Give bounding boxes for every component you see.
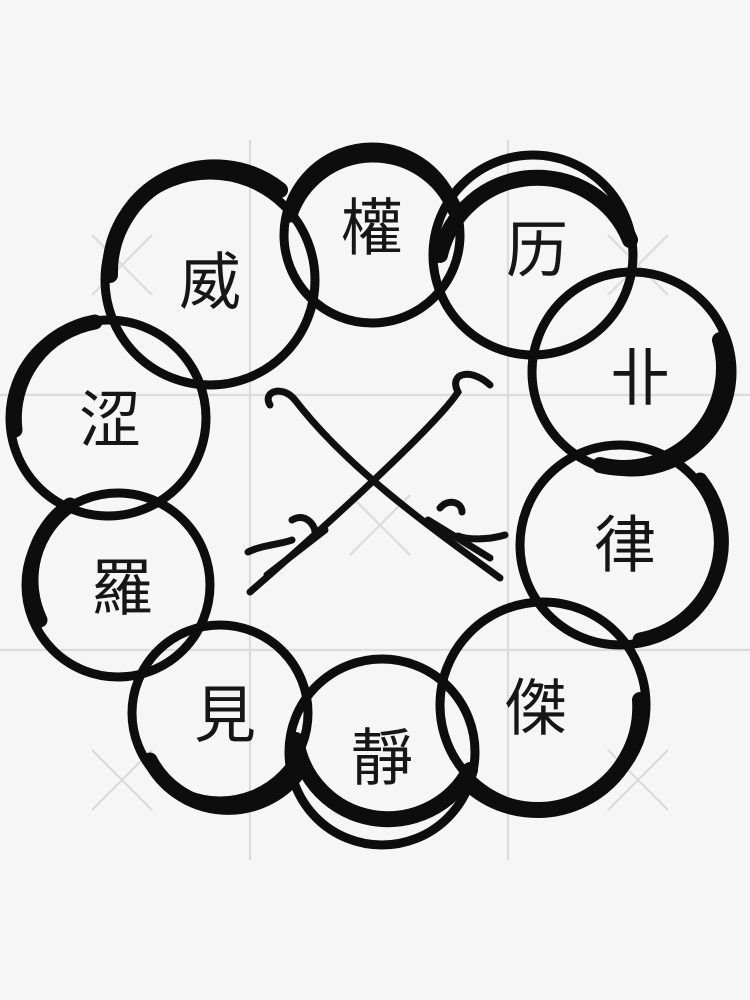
ring-upper-left: 威 — [100, 159, 320, 390]
crossed-katanas-icon — [244, 370, 509, 596]
glyph-left-upper: 涩 — [79, 384, 141, 457]
ring-lower-left: 見 — [127, 620, 313, 815]
ring-lower-right: 傑 — [435, 597, 651, 818]
glyph-bottom: 靜 — [351, 722, 413, 795]
ring-right: 律 — [515, 440, 729, 650]
ring-top: 權 — [279, 142, 465, 328]
glyph-lower-left: 見 — [194, 679, 256, 752]
glyph-left: 羅 — [91, 552, 153, 625]
glyph-upper-left: 威 — [179, 246, 241, 319]
glyph-right: 律 — [594, 509, 656, 582]
watermark-cross-2 — [607, 234, 669, 296]
glyph-upper-right: 历 — [506, 214, 568, 287]
ring-left: 羅 — [21, 488, 215, 682]
glyph-top: 權 — [341, 192, 403, 265]
ring-right-upper: 卝 — [527, 267, 737, 477]
glyph-right-upper: 卝 — [609, 342, 671, 415]
glyph-lower-right: 傑 — [505, 672, 567, 745]
ring-left-upper: 涩 — [5, 314, 211, 521]
ring-upper-right: 历 — [428, 150, 638, 360]
